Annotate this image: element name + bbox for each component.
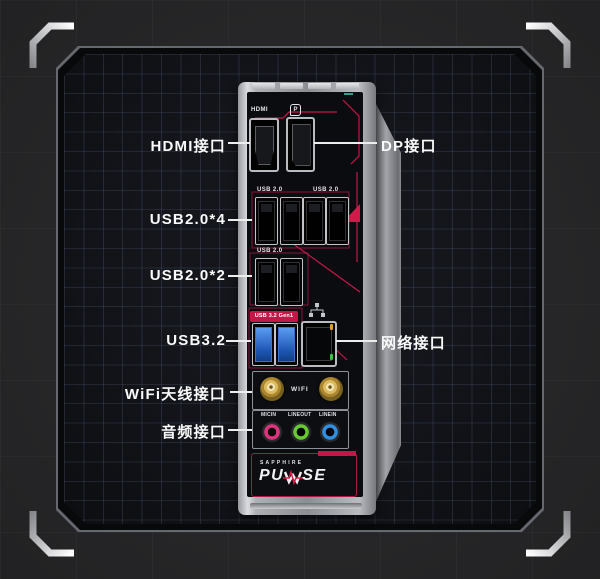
usb2-port: [255, 258, 278, 306]
callout-line-usb2x2: [228, 275, 252, 277]
usb3-port: [275, 323, 298, 366]
callout-line-dp: [314, 142, 377, 144]
callout-wifi: WiFi天线接口: [124, 386, 226, 403]
corner-bracket-bottom-right: [526, 511, 571, 557]
linein-label: LINEIN: [319, 412, 337, 418]
usb2-port: [280, 197, 303, 245]
dp-port: [286, 117, 315, 172]
line-out-jack: [290, 421, 312, 443]
shield-bottom-slot: [250, 503, 362, 509]
usb2-port: [303, 197, 326, 245]
callout-usb2x4: USB2.0*4: [149, 211, 226, 228]
lan-led-green: [330, 354, 333, 360]
teal-accent: [344, 93, 353, 95]
sma-connector-right: [319, 377, 343, 401]
callout-usb2x2: USB2.0*2: [149, 267, 226, 284]
lineout-label: LINEOUT: [288, 412, 312, 418]
callout-line-audio: [228, 429, 252, 431]
corner-bracket-top-left: [29, 22, 74, 68]
callout-line-wifi: [230, 391, 252, 393]
usb2-port: [255, 197, 278, 245]
io-shield-side-wall: [374, 100, 401, 506]
shield-tab: [308, 83, 331, 89]
callout-line-hdmi: [228, 142, 250, 144]
callout-dp: DP接口: [381, 138, 437, 155]
callout-line-usb2x4: [228, 219, 252, 221]
usb2-port: [280, 258, 303, 306]
pulse-logo: PU SE: [259, 467, 327, 486]
wifi-label: WIFI: [291, 386, 309, 393]
usb2-row-label: USB 2.0: [257, 187, 283, 193]
hdmi-port-label: HDMI: [251, 107, 268, 113]
callout-lan: 网络接口: [381, 335, 446, 352]
sapphire-logo: SAPPHIRE: [260, 460, 304, 466]
usb2-port: [326, 197, 349, 245]
callout-hdmi: HDMI接口: [150, 138, 226, 155]
lan-led-orange: [330, 324, 333, 330]
micin-label: MICIN: [261, 412, 277, 418]
callout-audio: 音频接口: [161, 424, 226, 441]
usb2-pair-label: USB 2.0: [257, 248, 283, 254]
usb3-port: [252, 323, 275, 366]
corner-bracket-top-right: [526, 22, 571, 68]
sma-connector-left: [260, 377, 284, 401]
corner-bracket-bottom-left: [29, 511, 74, 557]
callout-usb32: USB3.2: [166, 332, 226, 349]
shield-tab: [252, 83, 275, 89]
pulse-wave-icon: [283, 469, 304, 486]
shield-tab: [280, 83, 303, 89]
callout-line-usb32: [226, 340, 251, 342]
red-accent-bar: [318, 451, 356, 456]
mic-in-jack: [261, 421, 283, 443]
shield-tab: [336, 83, 359, 89]
lan-icon: [309, 303, 325, 317]
hdmi-port: [249, 118, 279, 172]
displayport-icon: P: [290, 104, 301, 116]
callout-line-lan: [336, 340, 377, 342]
usb2-row-label: USB 2.0: [313, 187, 339, 193]
brand-box: SAPPHIRE PU SE: [251, 453, 357, 497]
usb32-gen1-badge: USB 3.2 Gen1: [250, 311, 298, 322]
line-in-jack: [319, 421, 341, 443]
